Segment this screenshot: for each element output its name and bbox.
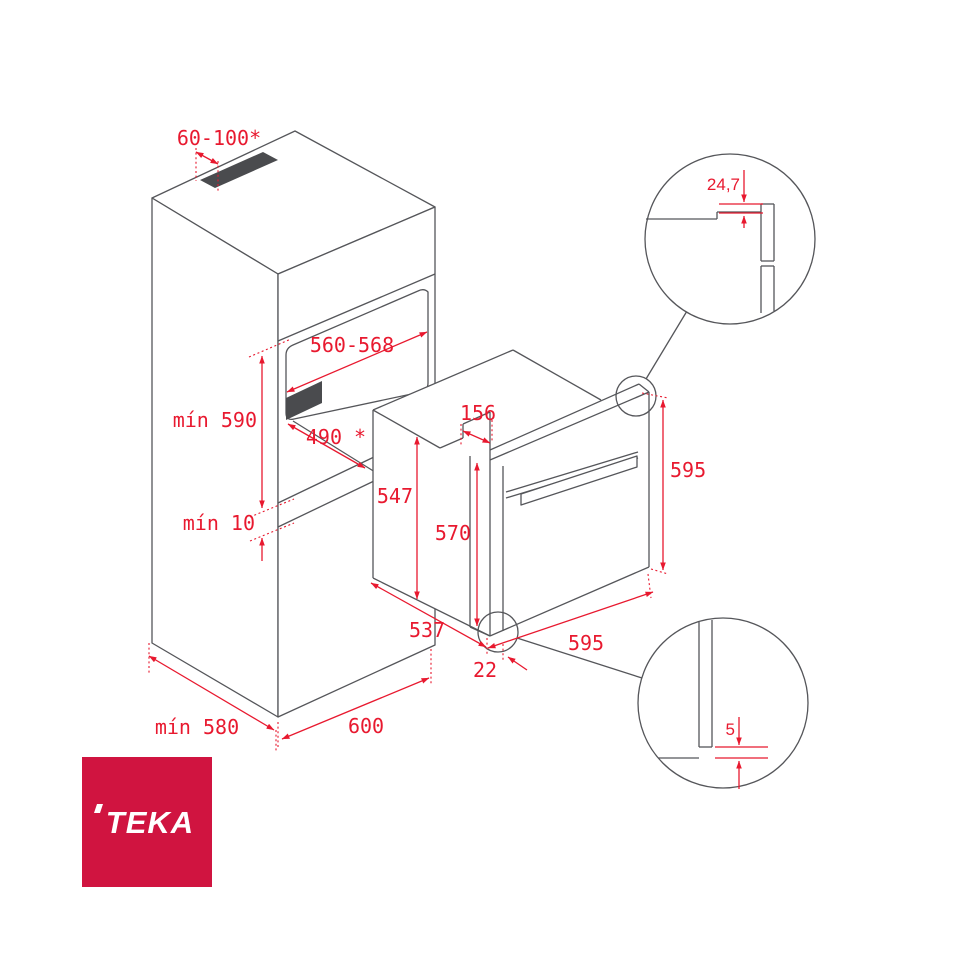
front-height-label: 595	[670, 458, 706, 482]
niche-band-line	[277, 273, 436, 342]
dim-shelf-depth: 490 *	[287, 423, 366, 469]
oven-top-left-edge	[372, 409, 441, 449]
dim-niche-height: mín 590	[173, 338, 295, 518]
dim-top-recess: 156	[460, 401, 496, 446]
detail-callout-top: 24,7	[644, 153, 816, 380]
door-top-edge	[489, 391, 650, 461]
handle-top-line	[505, 451, 639, 493]
dim-cabinet-width: 600	[277, 649, 432, 749]
niche-width-label: 560-568	[310, 333, 394, 357]
logo-background	[82, 757, 212, 887]
oven-body	[372, 349, 657, 653]
dim-vent-cutout: 60-100*	[177, 126, 261, 193]
door-height-label: 570	[435, 521, 471, 545]
cabinet-side-face	[151, 197, 279, 718]
door-display-window	[520, 455, 638, 506]
body-height-label: 547	[377, 484, 413, 508]
dim-front-height: 595	[641, 392, 706, 575]
front-width-label: 595	[568, 631, 604, 655]
dim-door-height: 570	[435, 462, 480, 627]
notch-edge-c	[462, 411, 491, 425]
bottom-clearance-label: mín 10	[183, 511, 255, 535]
dim-bottom-clearance: mín 10	[183, 511, 295, 561]
detail-circle-top	[644, 153, 816, 325]
body-depth-label: 537	[409, 618, 445, 642]
detail-circle-bottom	[637, 617, 809, 789]
logo-apostrophe	[94, 804, 103, 813]
shelf-depth-label: 490 *	[306, 425, 366, 449]
top-vent-slot	[200, 152, 278, 188]
dim-front-width: 595	[487, 573, 654, 655]
detail-gap-label: 5	[726, 720, 735, 739]
teka-logo: TEKA	[82, 757, 212, 887]
door-offset-label: 22	[473, 658, 497, 682]
detail-step-label: 24,7	[707, 175, 740, 194]
top-recess-label: 156	[460, 401, 496, 425]
logo-brand-text: TEKA	[106, 805, 194, 840]
dim-door-offset: 22	[473, 638, 528, 682]
oven-top-back-edge	[372, 349, 514, 411]
detail-leader-top	[645, 310, 688, 380]
dim-cabinet-depth: mín 580	[148, 643, 277, 752]
cabinet-depth-label: mín 580	[155, 715, 239, 739]
cabinet-width-label: 600	[348, 714, 384, 738]
clearance-line	[277, 480, 375, 528]
oven-top-right-edge	[512, 349, 602, 401]
dim-body-depth: 537	[370, 582, 487, 648]
vent-cutout-label: 60-100*	[177, 126, 261, 150]
notch-edge-a	[439, 437, 464, 449]
dim-body-height: 547	[377, 436, 420, 600]
detail-callout-bottom: 5	[516, 617, 809, 789]
frame-top-right-cap	[638, 383, 650, 393]
dimensions: 60-100* 560-568 mín 590 490 * mín 10	[148, 126, 706, 752]
niche-height-label: mín 590	[173, 408, 257, 432]
frame-top-back-edge	[489, 383, 640, 451]
dim-niche-width: 560-568	[286, 331, 428, 393]
